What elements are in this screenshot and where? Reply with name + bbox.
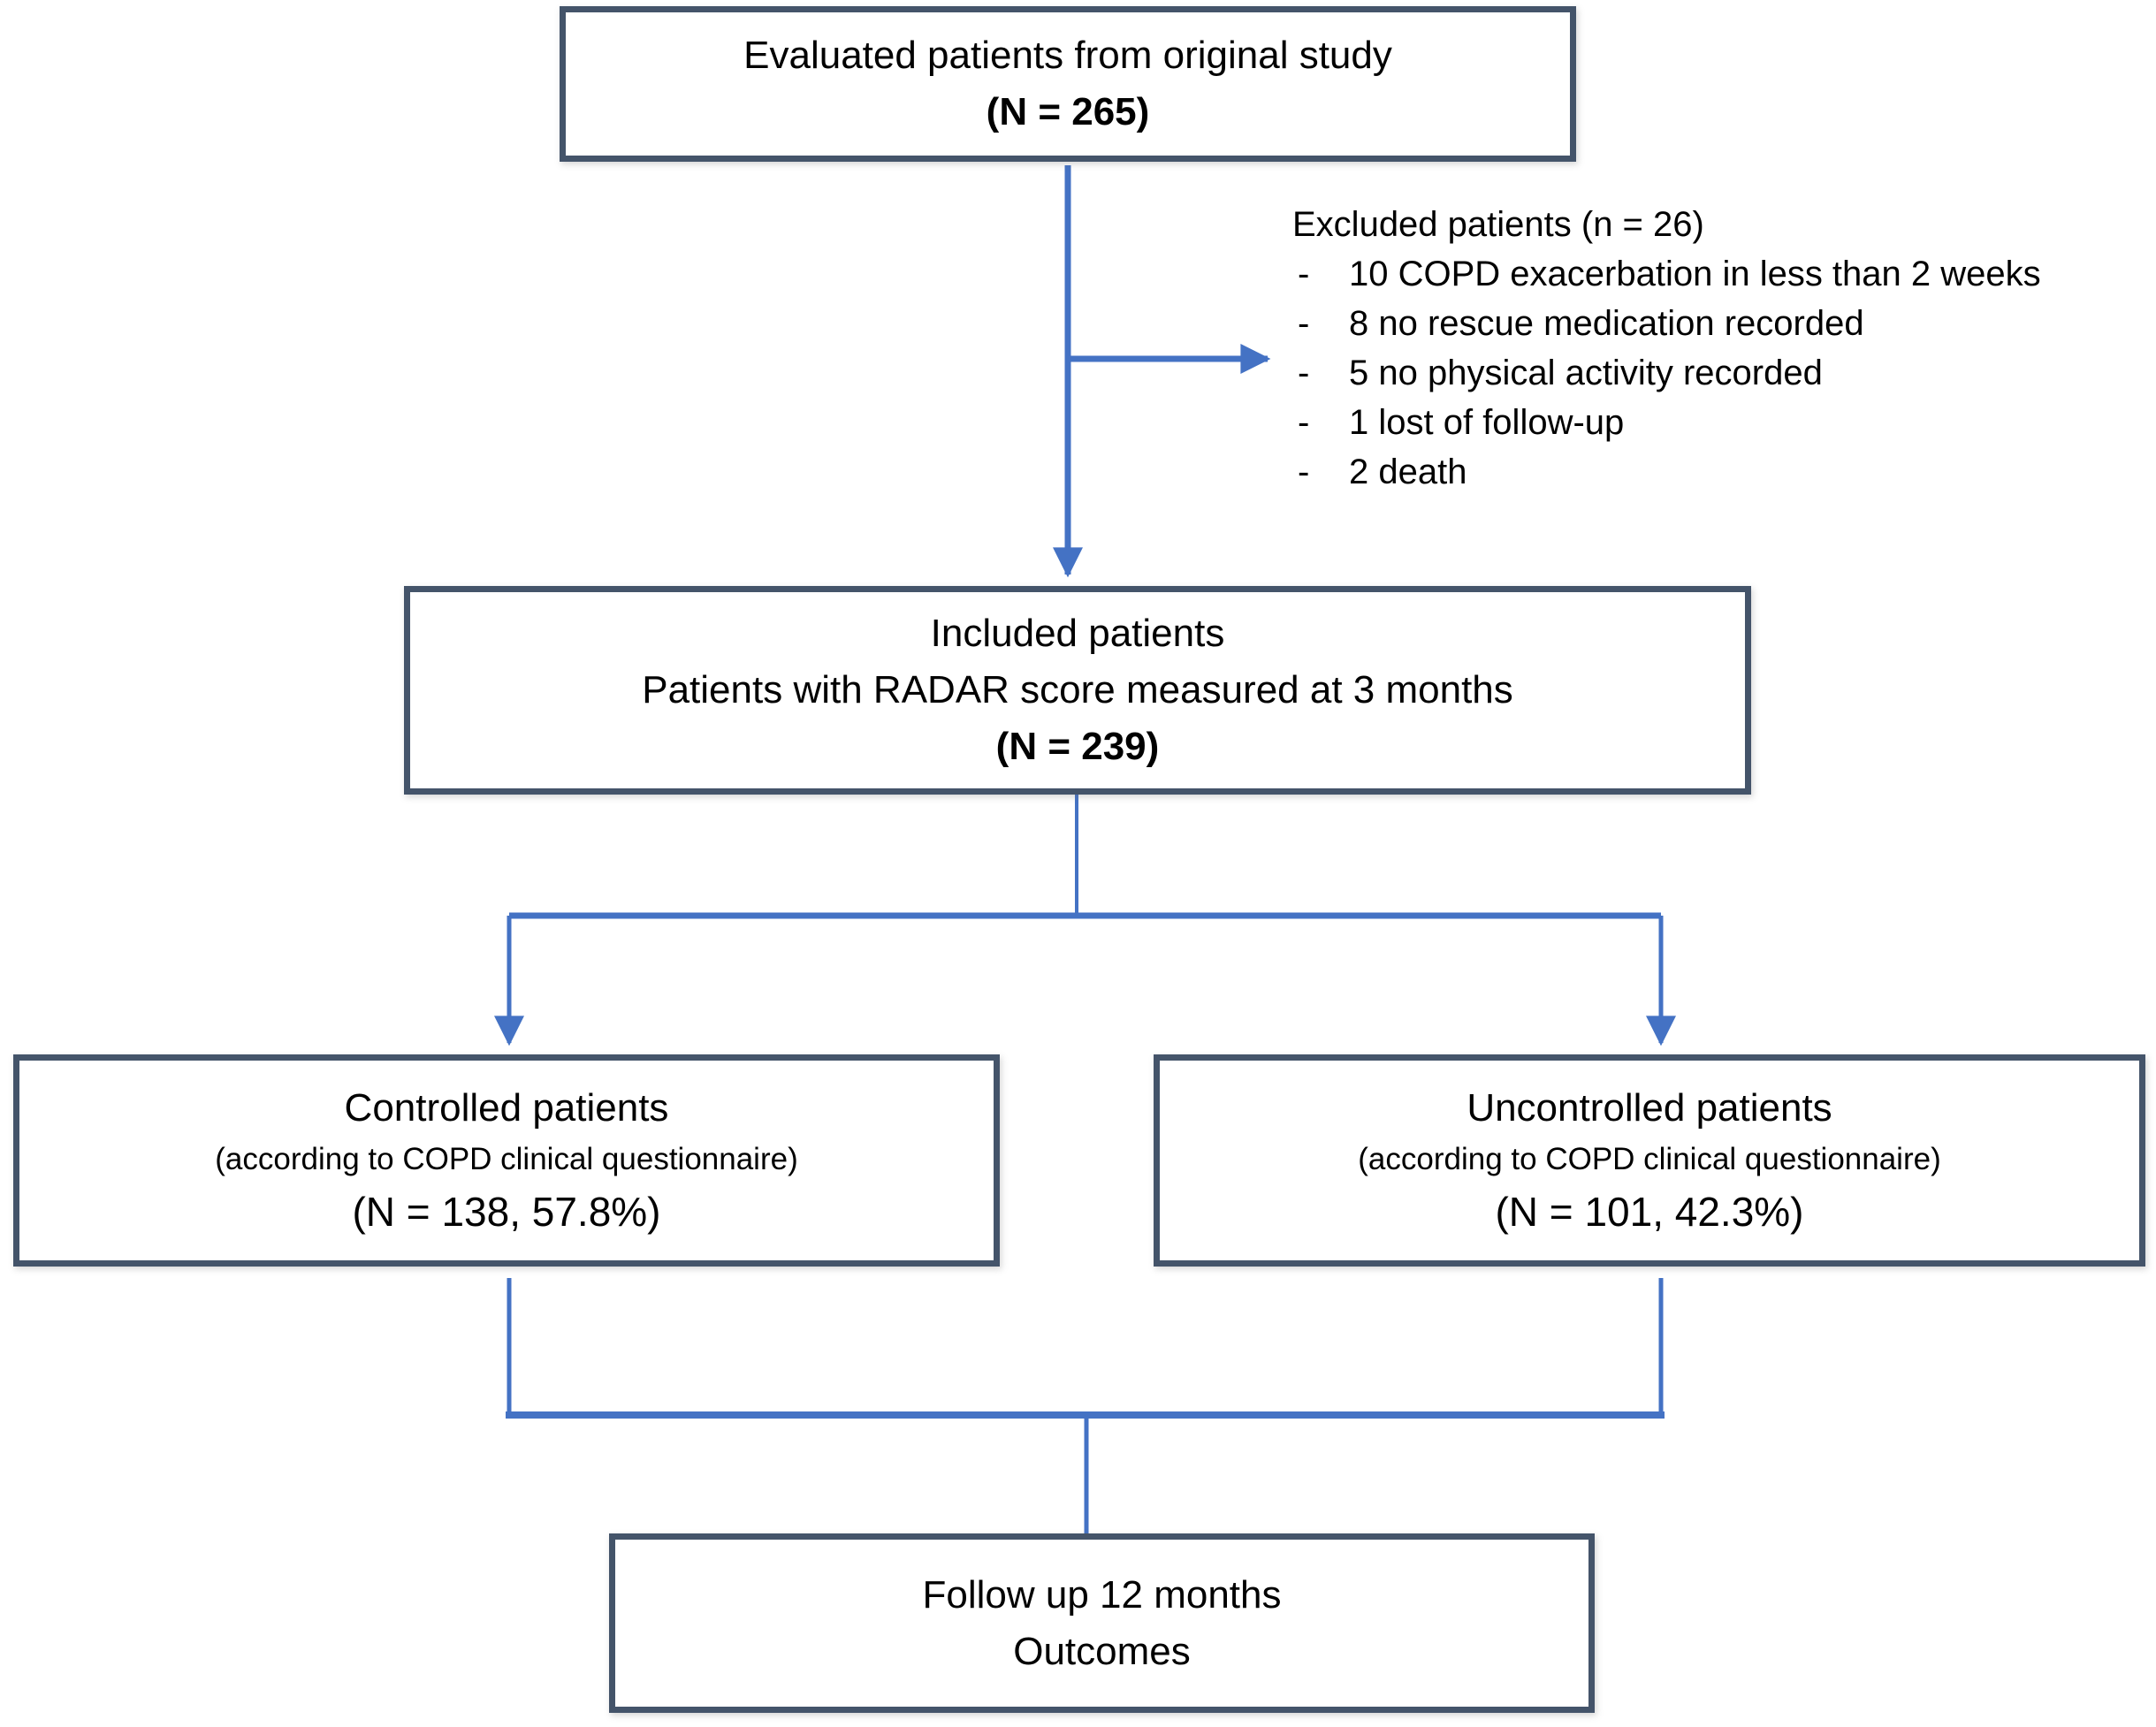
followup-line2: Outcomes bbox=[1013, 1629, 1191, 1673]
excluded-item: - 10 COPD exacerbation in less than 2 we… bbox=[1292, 249, 2150, 299]
excluded-item: - 1 lost of follow-up bbox=[1292, 398, 2150, 447]
excluded-item-bullet: - bbox=[1298, 453, 1310, 491]
controlled-subtitle: (according to COPD clinical questionnair… bbox=[215, 1142, 798, 1176]
excluded-header: Excluded patients (n = 26) bbox=[1292, 205, 1704, 244]
excluded-item-bullet: - bbox=[1298, 403, 1310, 442]
box-controlled-patients: Controlled patients (according to COPD c… bbox=[13, 1054, 1000, 1267]
excluded-item-bullet: - bbox=[1298, 354, 1310, 392]
excluded-item: - 8 no rescue medication recorded bbox=[1292, 299, 2150, 348]
controlled-title: Controlled patients bbox=[344, 1086, 669, 1130]
excluded-item-text: 8 no rescue medication recorded bbox=[1349, 304, 1864, 343]
followup-line1: Follow up 12 months bbox=[922, 1572, 1282, 1617]
included-line1: Included patients bbox=[930, 612, 1225, 655]
evaluated-title: Evaluated patients from original study bbox=[743, 34, 1392, 77]
box-uncontrolled-patients: Uncontrolled patients (according to COPD… bbox=[1154, 1054, 2145, 1267]
controlled-n: (N = 138, 57.8%) bbox=[352, 1189, 661, 1235]
excluded-item-bullet: - bbox=[1298, 255, 1310, 293]
excluded-item-text: 5 no physical activity recorded bbox=[1349, 354, 1823, 392]
excluded-item-text: 2 death bbox=[1349, 453, 1467, 491]
excluded-item: - 5 no physical activity recorded bbox=[1292, 348, 2150, 398]
uncontrolled-n: (N = 101, 42.3%) bbox=[1495, 1189, 1804, 1235]
included-line2: Patients with RADAR score measured at 3 … bbox=[642, 668, 1513, 711]
included-n: (N = 239) bbox=[995, 725, 1160, 768]
uncontrolled-title: Uncontrolled patients bbox=[1467, 1086, 1832, 1130]
excluded-item: - 2 death bbox=[1292, 447, 2150, 497]
excluded-item-text: 1 lost of follow-up bbox=[1349, 403, 1625, 442]
box-evaluated-patients: Evaluated patients from original study (… bbox=[560, 6, 1576, 162]
box-included-patients: Included patients Patients with RADAR sc… bbox=[404, 586, 1751, 795]
evaluated-n: (N = 265) bbox=[986, 90, 1150, 133]
excluded-item-text: 10 COPD exacerbation in less than 2 week… bbox=[1349, 255, 2041, 293]
box-followup: Follow up 12 months Outcomes bbox=[609, 1533, 1595, 1713]
uncontrolled-subtitle: (according to COPD clinical questionnair… bbox=[1358, 1142, 1941, 1176]
excluded-panel: Excluded patients (n = 26) - 10 COPD exa… bbox=[1292, 200, 2150, 497]
excluded-item-bullet: - bbox=[1298, 304, 1310, 343]
